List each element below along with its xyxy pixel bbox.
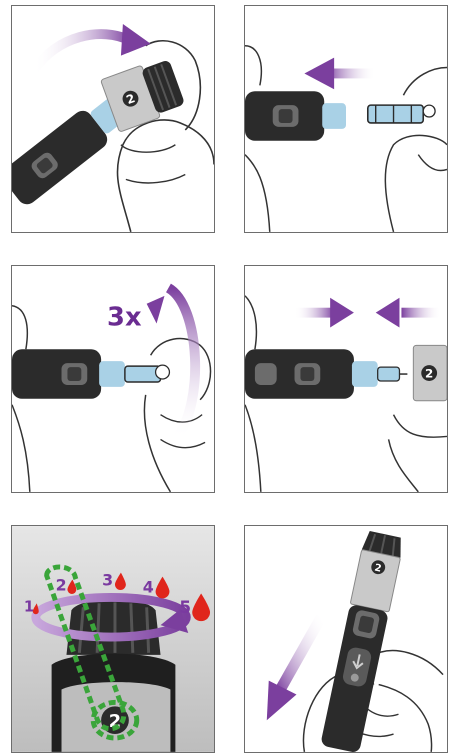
arrow-head: [147, 296, 165, 324]
step-3-panel: 3x: [11, 265, 215, 493]
device-cap: [350, 550, 400, 612]
depth-setting-4: 4: [143, 577, 154, 596]
step-6-illustration: 2: [245, 526, 447, 752]
push-arrow-right: [401, 308, 441, 318]
step-1-illustration: 2: [12, 6, 214, 232]
depth-setting-5: 5: [179, 597, 191, 617]
depth-setting-1: 1: [24, 597, 34, 615]
turns-label: 3x: [107, 303, 142, 333]
step-1-panel: 2: [11, 5, 215, 233]
remove-cap-arrow: [34, 34, 131, 70]
step-3-illustration: 3x: [12, 266, 214, 492]
cap-number: 2: [425, 367, 433, 381]
lancet: [368, 105, 435, 123]
push-down-arrow: [279, 615, 323, 692]
lancet: [125, 366, 161, 382]
lancing-device: [12, 349, 101, 399]
step-5-illustration: 2 1 2 3 4 5: [12, 526, 214, 752]
arrow-head: [304, 58, 334, 90]
step-6-panel: 2: [244, 525, 448, 753]
step-2-panel: [244, 5, 448, 233]
step-5-panel: 2 1 2 3 4 5: [11, 525, 215, 753]
step-4-illustration: 2: [245, 266, 447, 492]
lancet-holder: [322, 103, 346, 129]
depth-setting-2: 2: [56, 575, 67, 594]
twist-arrow: [168, 288, 195, 440]
arrow-head: [121, 24, 151, 56]
hand-outline: [117, 120, 214, 232]
step-4-panel: 2: [244, 265, 448, 493]
step-2-illustration: [245, 6, 447, 232]
push-arrow-left: [295, 308, 335, 318]
depth-setting-3: 3: [102, 571, 113, 590]
lancing-device: 2: [320, 530, 404, 752]
